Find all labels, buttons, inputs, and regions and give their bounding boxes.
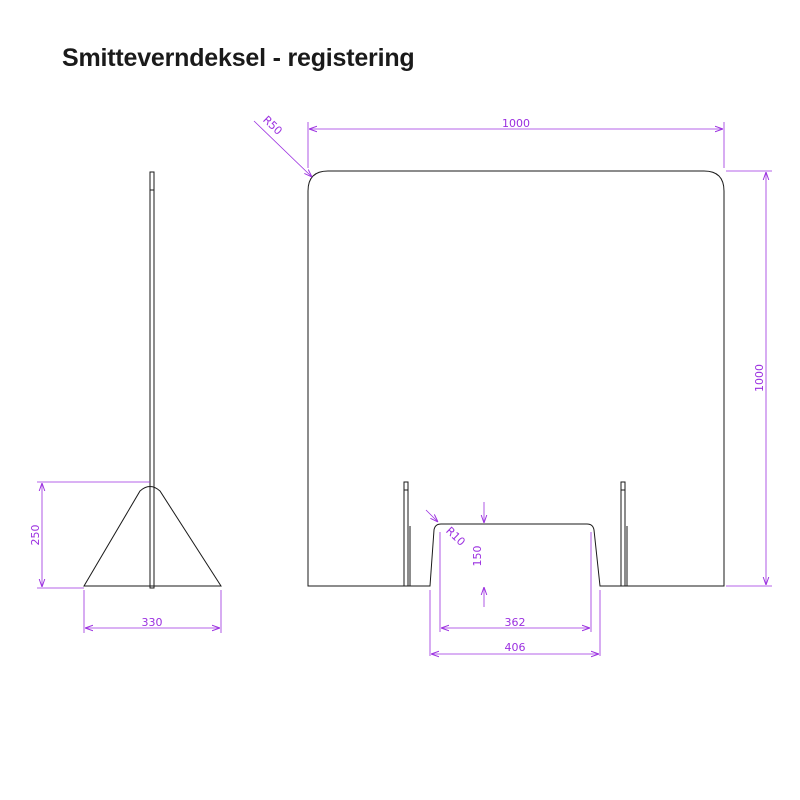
foot-height-label: 250 [29,525,42,546]
front-view-panel-outline [307,170,725,587]
side-view-panel [149,171,155,589]
front-view-left-foot [403,481,409,587]
side-view [83,171,222,589]
front-view [307,170,725,587]
corner-radius-label: R50 [260,113,285,137]
foot-width-label: 330 [142,616,163,629]
page-title: Smitteverndeksel - registering [62,44,415,72]
front-view-dimensions [253,120,772,656]
cutout-bottom-width-label: 406 [505,641,526,654]
side-view-dimensions [37,481,222,633]
cutout-radius-label: R10 [443,524,468,548]
cutout-height-label: 150 [471,546,484,567]
front-view-right-foot [620,481,626,587]
overall-height-label: 1000 [753,364,766,392]
overall-width-label: 1000 [502,117,530,130]
cutout-top-width-label: 362 [505,616,526,629]
side-view-foot [83,486,222,587]
